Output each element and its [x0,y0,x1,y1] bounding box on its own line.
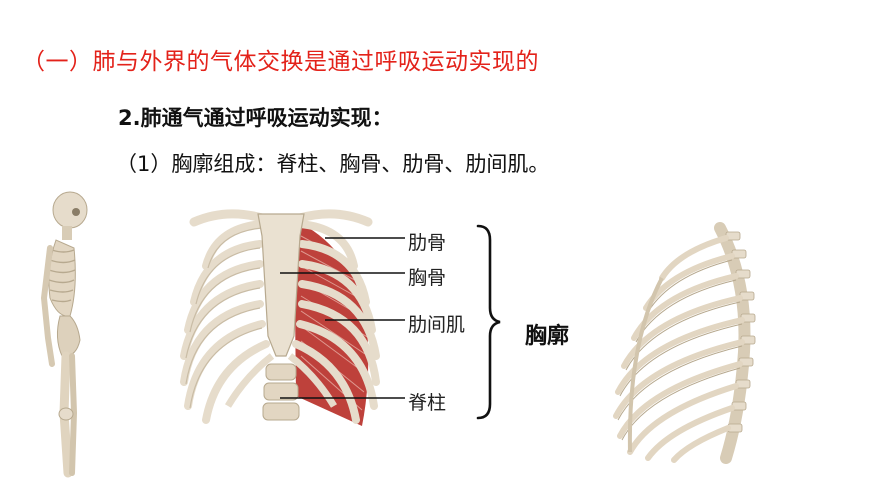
subsection-heading: 2.肺通气通过呼吸运动实现： [118,106,393,130]
thorax-composition-text: （1）胸廓组成：脊柱、胸骨、肋骨、肋间肌。 [116,152,550,176]
ribcage-side-illustration [613,222,756,464]
full-skeleton-illustration [40,191,88,478]
label-sternum: 胸骨 [408,267,447,289]
thorax-group-label: 胸廓 [525,324,570,349]
grouping-brace-icon [476,224,501,420]
section-heading: （一）肺与外界的气体交换是通过呼吸运动实现的 [22,49,539,75]
label-leader-lines [280,237,405,399]
ribcage-front-illustration [180,209,380,426]
label-spine: 脊柱 [408,392,447,414]
label-intercostal-muscle: 肋间肌 [408,314,466,336]
label-rib: 肋骨 [408,232,447,254]
